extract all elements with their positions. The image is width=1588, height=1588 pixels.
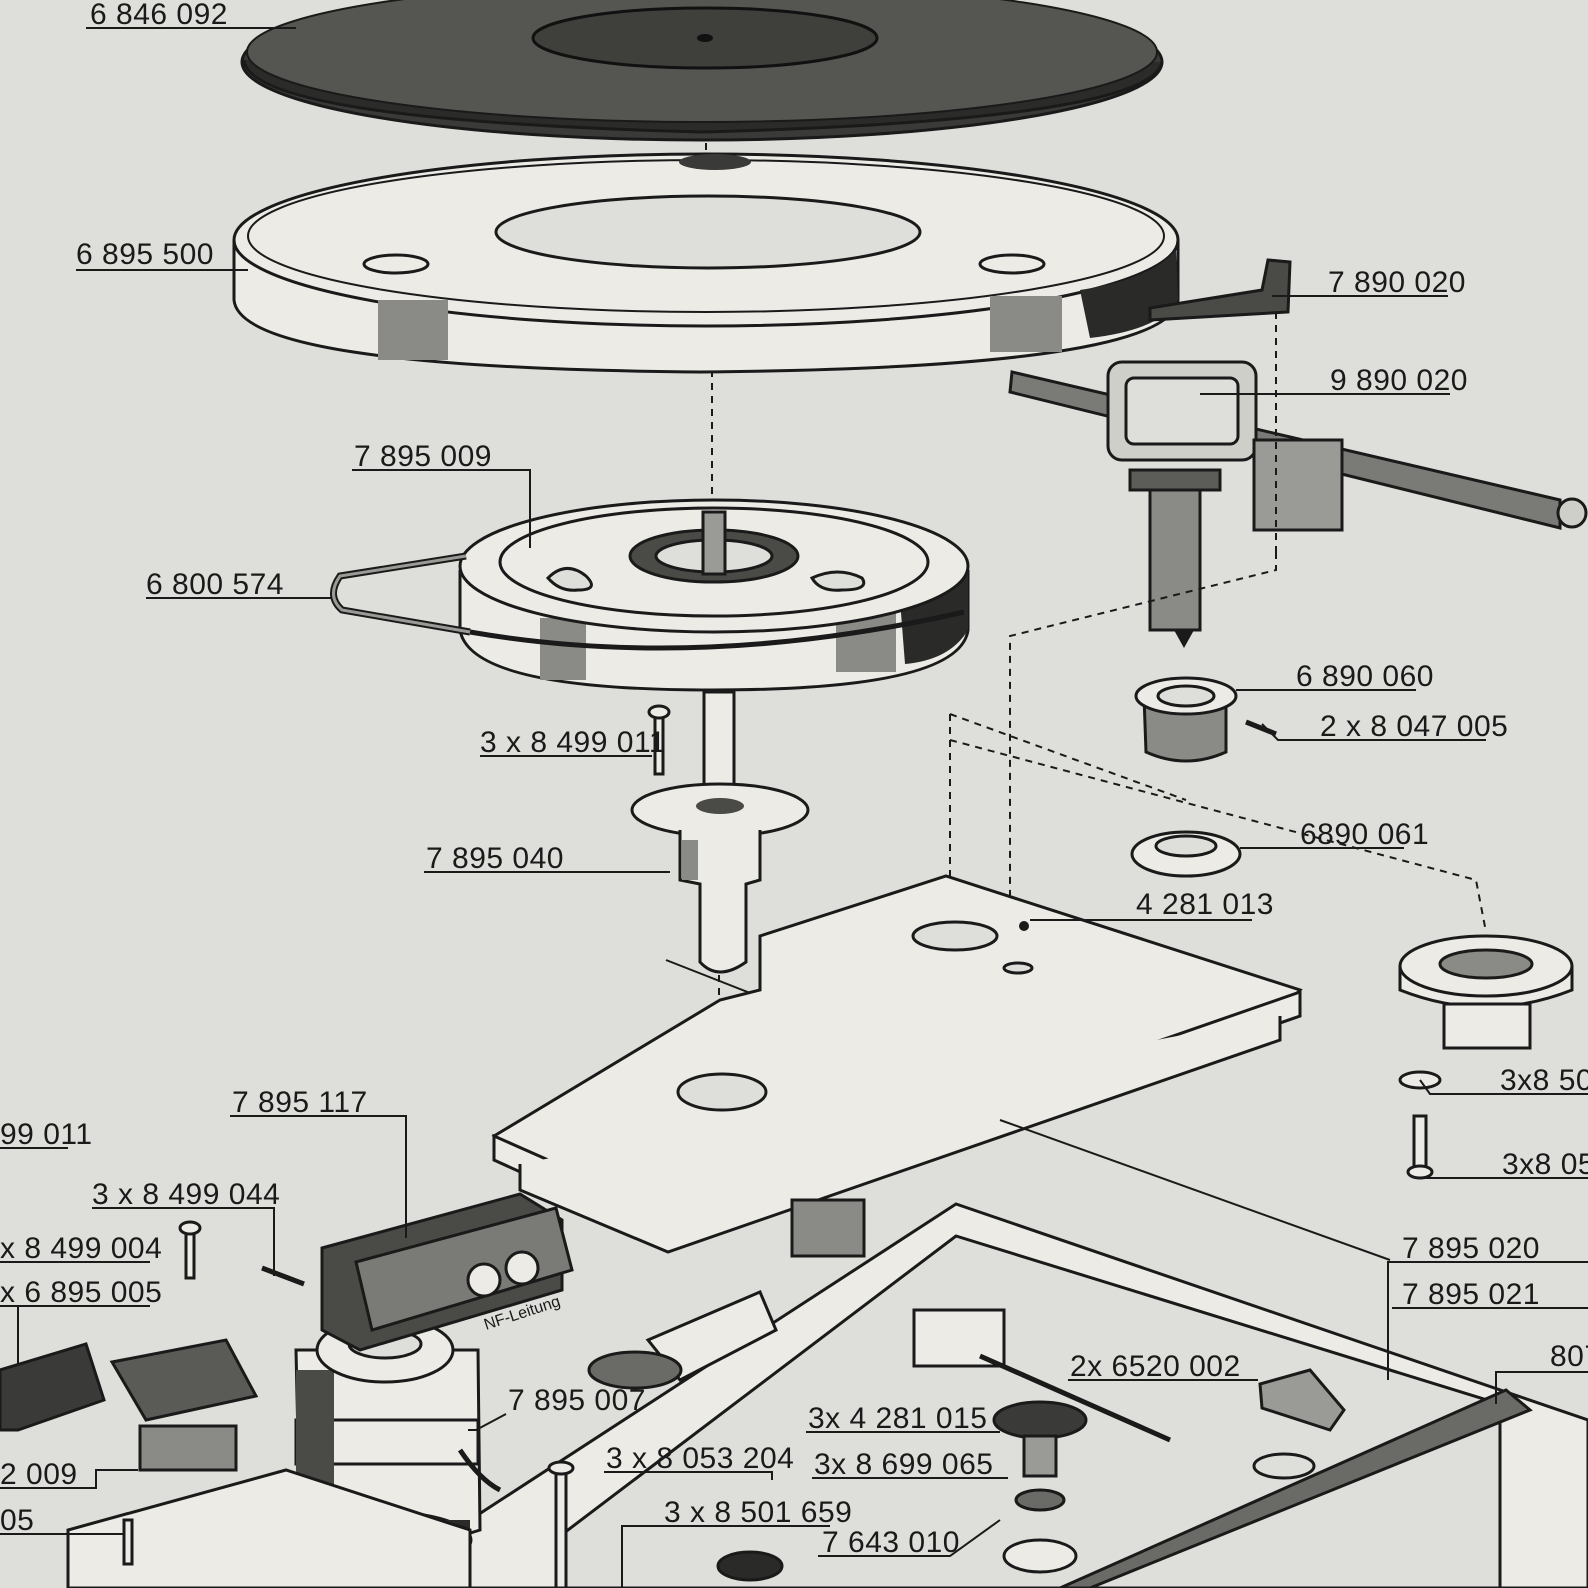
leader-lines — [0, 27, 1588, 1588]
label-bearing: 7 895 040 — [426, 842, 564, 875]
bearing-screw-part — [647, 704, 671, 776]
label-bearing-screws: 3 x 8 499 011 — [480, 726, 666, 759]
label-tonearm: 9 890 020 — [1330, 364, 1468, 397]
label-left-screw-cut: 99 011 — [0, 1118, 93, 1151]
arm-nut-part — [1130, 830, 1242, 878]
label-corner-part: 807 — [1550, 1340, 1588, 1373]
label-belt: 6 800 574 — [146, 568, 284, 601]
label-right-foot-screw: 3x8 05 — [1502, 1148, 1588, 1181]
platter-mat — [240, 0, 1164, 142]
label-knob: 7 643 010 — [822, 1526, 960, 1559]
label-platter-mat: 6 846 092 — [90, 0, 228, 31]
foot-assembly — [992, 1400, 1088, 1574]
label-base: 7 895 020 — [1402, 1232, 1540, 1265]
label-feet-washers: 3x 4 281 015 — [808, 1402, 987, 1435]
label-left-part-b: 05 — [0, 1504, 34, 1537]
label-motor: 7 895 007 — [508, 1384, 646, 1417]
guide-line — [949, 713, 1187, 801]
label-platter: 6 895 500 — [76, 238, 214, 271]
switch-part — [0, 1338, 784, 1588]
label-sub-platter: 7 895 009 — [354, 440, 492, 473]
bearing — [630, 690, 810, 1001]
right-foot-part — [1398, 934, 1574, 1180]
label-bracket: 7 895 117 — [232, 1086, 368, 1119]
guide-line — [1009, 552, 1277, 930]
socket-bracket: NF-Leitung — [178, 1192, 574, 1352]
label-washer: 4 281 013 — [1136, 888, 1274, 921]
label-base-screws: 3 x 8 053 204 — [606, 1442, 794, 1475]
label-base-alt: 7 895 021 — [1402, 1278, 1540, 1311]
sub-platter — [330, 498, 970, 692]
label-base-pins: 3 x 8 501 659 — [664, 1496, 852, 1529]
label-right-foot-washer: 3x8 508 — [1500, 1064, 1588, 1097]
label-arm-nut: 6890 061 — [1300, 818, 1429, 851]
label-tonearm-lift: 7 890 020 — [1328, 266, 1466, 299]
label-arm-bush: 6 890 060 — [1296, 660, 1434, 693]
label-feet-springs: 3x 8 699 065 — [814, 1448, 993, 1481]
platter — [232, 152, 1180, 374]
label-left-part-a: 2 009 — [0, 1458, 78, 1491]
label-arm-bush-screws: 2 x 8 047 005 — [1320, 710, 1508, 743]
label-socket-screws: 3 x 8 499 044 — [92, 1178, 280, 1211]
label-switch-screws: x 8 499 004 — [0, 1232, 162, 1265]
label-switch: x 6 895 005 — [0, 1276, 162, 1309]
label-spring-mounts: 2x 6520 002 — [1070, 1350, 1241, 1383]
arm-bush-part — [1134, 676, 1277, 763]
tonearm — [1008, 258, 1588, 648]
chassis-plate — [491, 874, 1303, 1258]
